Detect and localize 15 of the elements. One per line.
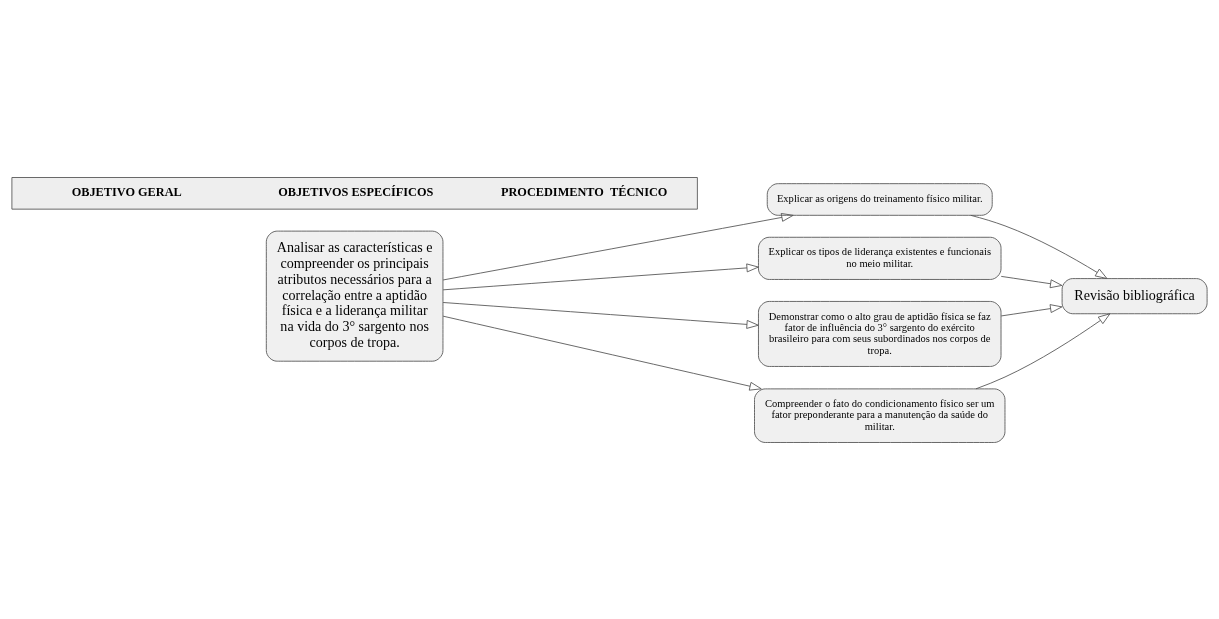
node-box: Explicar as origens do treinamento físico militar. xyxy=(766,182,993,216)
node-box: OBJETIVO GERAL OBJETIVOS ESPECÍFICOS PROCEDIMENTO TÉCNICO xyxy=(11,176,698,210)
arrow xyxy=(442,212,794,280)
arrow xyxy=(442,262,759,290)
arrow xyxy=(970,214,1108,279)
arrow xyxy=(1000,303,1063,316)
node-box: Compreender o fato do condicionamento físico ser um fator preponderante para a manutenção da saúde do militar. xyxy=(754,387,1006,443)
node-box: Revisão bibliográfica xyxy=(1061,277,1208,314)
node-box: Explicar os tipos de liderança existentes e funcionais no meio militar. xyxy=(758,236,1002,280)
node-box: Analisar as características e compreender os principais atributos necessários para a correlação entre a aptidão física e a liderança militar na vida do 3° sargento nos corpos de tropa. xyxy=(265,230,444,362)
arrow xyxy=(442,301,759,329)
arrow xyxy=(975,312,1111,389)
arrow xyxy=(1000,275,1063,288)
arrow xyxy=(442,315,762,391)
node-box: Demonstrar como o alto grau de aptidão física se faz fator de influência do 3° sargento do exército brasileiro para com seus subordinados nos corpos de tropa. xyxy=(758,300,1002,367)
